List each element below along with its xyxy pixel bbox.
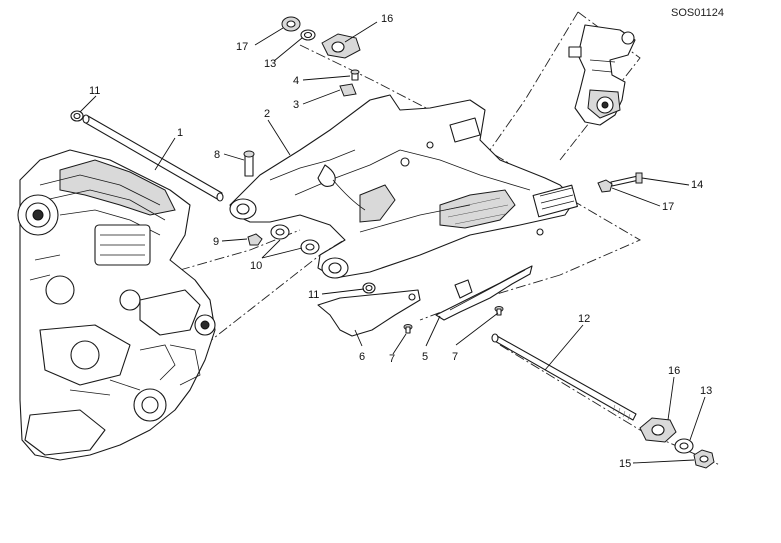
caliper-bracket	[568, 24, 636, 126]
part-17-nut-top	[281, 16, 301, 32]
callout-7-right: 7	[452, 351, 458, 363]
part-8-bolt	[243, 150, 255, 177]
callout-5: 5	[422, 351, 428, 363]
callout-1: 1	[177, 127, 183, 139]
callout-10: 10	[250, 260, 262, 272]
part-4-screw	[350, 69, 360, 81]
callout-13-top: 13	[264, 58, 276, 70]
callout-14: 14	[691, 179, 703, 191]
engine-assembly	[17, 149, 216, 461]
part-13-washer-lower	[674, 438, 694, 454]
callout-17-top: 17	[236, 41, 248, 53]
callout-3: 3	[293, 99, 299, 111]
part-12-rear-axle	[491, 333, 637, 421]
part-13-washer-top	[300, 29, 316, 41]
part-3-fitting	[339, 83, 357, 97]
callout-9: 9	[213, 236, 219, 248]
callout-11-lower: 11	[308, 289, 319, 301]
callout-13-lower: 13	[700, 385, 712, 397]
part-11-washer-top-hole	[73, 112, 81, 120]
callout-2: 2	[264, 108, 270, 120]
callouts: 1 2 3 4 5 6 7 7 8 9 10 11 11 12 13 13 14…	[89, 13, 712, 470]
part-5-chain-slider	[435, 265, 533, 321]
callout-6: 6	[359, 351, 365, 363]
callout-7-left: 7	[389, 353, 395, 365]
leader-lines	[79, 21, 706, 464]
part-10-washers	[270, 224, 320, 255]
part-16-adjuster-top	[321, 33, 361, 59]
callout-16-top: 16	[381, 13, 393, 25]
callout-16-lower: 16	[668, 365, 680, 377]
part-2-swingarm	[229, 94, 578, 279]
part-16-adjuster-lower	[639, 417, 677, 443]
part-14-bolt	[610, 172, 643, 187]
part-7-screw-left	[403, 324, 413, 334]
part-15-axle-nut	[693, 449, 715, 469]
callout-15: 15	[619, 458, 631, 470]
callout-12: 12	[578, 313, 590, 325]
callout-11-top: 11	[89, 85, 100, 97]
callout-4: 4	[293, 75, 299, 87]
part-7-screw-right	[494, 306, 504, 316]
drawing-code: SOS01124	[671, 7, 724, 19]
part-6-guard-plate	[317, 289, 421, 337]
part-1-pivot-shaft	[82, 114, 224, 202]
callout-17-right: 17	[662, 201, 674, 213]
part-17-nut-right	[597, 179, 613, 193]
part-9-nut	[247, 233, 263, 246]
callout-8: 8	[214, 149, 220, 161]
part-11-washer-lower	[362, 282, 376, 294]
